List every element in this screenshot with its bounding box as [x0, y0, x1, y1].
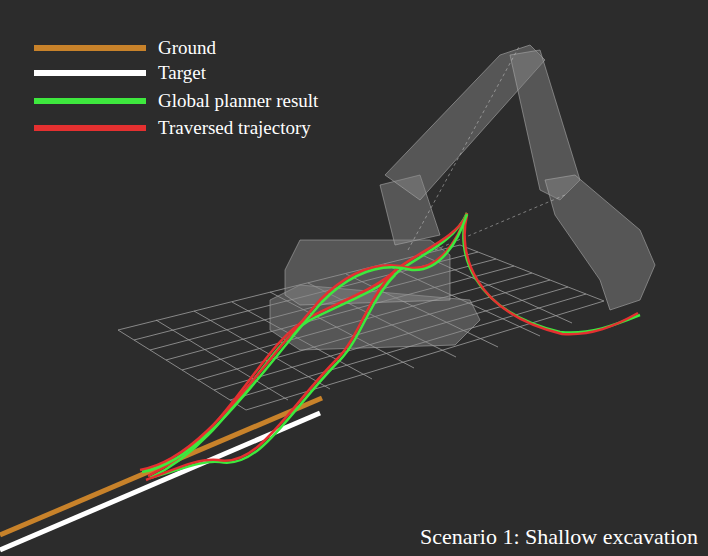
excavator-body: [270, 45, 655, 350]
legend-line-sample: [34, 124, 146, 132]
legend-line-sample: [34, 44, 146, 52]
hydraulic-lines: [408, 45, 565, 250]
legend-line-sample: [34, 97, 146, 105]
caption-text: Scenario 1: Shallow excavation: [420, 524, 698, 549]
legend-label: Target: [158, 61, 206, 85]
legend-line-sample: [34, 69, 146, 77]
legend-label: Global planner result: [158, 89, 318, 113]
legend-label: Traversed trajectory: [158, 116, 311, 140]
caption: Scenario 1: Shallow excavation: [420, 524, 698, 550]
trajectories: [140, 213, 640, 480]
legend-label: Ground: [158, 36, 216, 60]
